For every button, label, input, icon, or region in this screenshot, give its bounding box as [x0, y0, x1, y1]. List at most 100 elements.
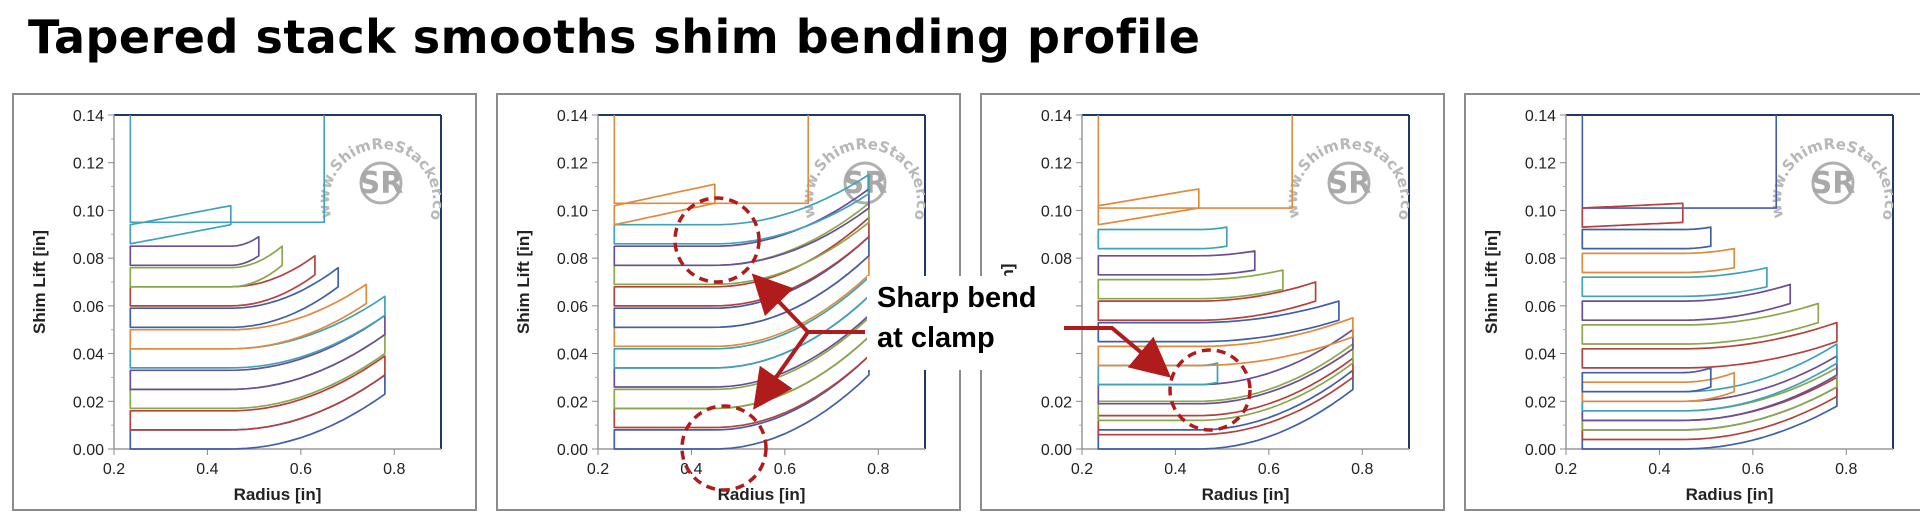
x-tick-label: 0.8	[867, 461, 889, 478]
watermark-logo: SR	[359, 166, 404, 201]
y-axis-title: Shim Lift [in]	[514, 230, 533, 334]
callout-line-1: Sharp bend	[877, 282, 1037, 314]
shim-5	[129, 295, 386, 369]
shim-4	[613, 295, 870, 388]
x-tick-label: 0.6	[1258, 461, 1280, 478]
x-tick-label: 0.4	[680, 461, 702, 478]
y-tick-label: 0.14	[1525, 108, 1556, 125]
shim-7	[1097, 300, 1340, 343]
y-tick-label: 0.02	[1041, 394, 1072, 411]
y-tick-label: 0.14	[73, 108, 104, 125]
shim-3	[613, 316, 870, 410]
y-tick-label: 0.10	[73, 203, 104, 220]
shim-12	[1097, 188, 1200, 226]
chart-panel-4: 0.00 0.02 0.04 0.06 0.08 0.10 0.12 0.14 0.2 0.4 0.…	[1464, 93, 1920, 511]
y-tick-label: 0.10	[1525, 203, 1556, 220]
shim-8	[129, 254, 316, 307]
shim-10	[1097, 250, 1256, 276]
x-tick-label: 0.8	[1351, 461, 1373, 478]
y-tick-label: 0.00	[1525, 442, 1556, 459]
y-tick-label: 0.10	[557, 203, 588, 220]
clamp-outline	[129, 115, 326, 224]
shim-1	[129, 374, 386, 450]
y-tick-label: 0.12	[1525, 156, 1556, 173]
clamp-outline	[1097, 115, 1294, 209]
shim-11	[1581, 266, 1768, 298]
y-tick-label: 0.06	[1525, 299, 1556, 316]
chart-svg-4: 0.00 0.02 0.04 0.06 0.08 0.10 0.12 0.14 0.2 0.4 0.…	[1482, 108, 1899, 504]
shim-14	[1581, 202, 1684, 228]
x-tick-label: 0.2	[587, 461, 609, 478]
y-tick-label: 0.00	[1041, 442, 1072, 459]
y-tick-label: 0.12	[73, 156, 104, 173]
callout-box: Sharp bend at clamp	[867, 276, 1072, 370]
watermark-logo: SR	[1327, 166, 1372, 201]
y-tick-label: 0.10	[1041, 203, 1072, 220]
shim-5	[613, 276, 870, 369]
shim-10	[613, 188, 870, 267]
y-tick-label: 0.00	[73, 442, 104, 459]
x-tick-label: 0.4	[196, 461, 218, 478]
shim-8	[1097, 281, 1317, 322]
y-tick-label: 0.08	[73, 251, 104, 268]
shim-9	[1581, 302, 1820, 345]
x-tick-label: 0.8	[383, 461, 405, 478]
y-tick-label: 0.04	[557, 347, 588, 364]
y-tick-label: 0.08	[1041, 251, 1072, 268]
x-axis-title: Radius [in]	[234, 485, 322, 504]
shim-12	[1581, 247, 1736, 274]
shim-6	[1581, 371, 1736, 403]
shim-6	[129, 283, 368, 350]
x-axis-title: Radius [in]	[1202, 485, 1290, 504]
clamp-outline	[1581, 115, 1778, 209]
x-axis-title: Radius [in]	[1686, 485, 1774, 504]
clamp-outline	[613, 115, 810, 205]
shim-10	[1581, 283, 1792, 322]
y-tick-label: 0.08	[557, 251, 588, 268]
x-tick-label: 0.2	[1071, 461, 1093, 478]
watermark-ring	[1327, 161, 1371, 205]
shim-2	[129, 355, 386, 431]
shim-13	[1581, 226, 1712, 250]
shim-11	[1097, 226, 1228, 250]
shim-2	[613, 336, 870, 429]
x-tick-label: 0.8	[1835, 461, 1857, 478]
shim-6	[613, 254, 870, 348]
x-tick-label: 0.6	[1742, 461, 1764, 478]
y-tick-label: 0.04	[73, 347, 104, 364]
watermark-logo: SR	[1811, 166, 1856, 201]
y-tick-label: 0.04	[1525, 347, 1556, 364]
shim-11	[129, 204, 232, 245]
watermark-ring	[359, 161, 403, 205]
shim-7	[129, 266, 340, 329]
y-tick-label: 0.12	[557, 156, 588, 173]
y-tick-label: 0.14	[1041, 108, 1072, 125]
shim-12	[613, 183, 716, 226]
shim-10	[129, 235, 260, 267]
y-axis-title: Shim Lift [in]	[1482, 230, 1501, 334]
shim-1	[613, 355, 870, 450]
y-tick-label: 0.08	[1525, 251, 1556, 268]
x-tick-label: 0.4	[1648, 461, 1670, 478]
y-tick-label: 0.02	[1525, 394, 1556, 411]
x-tick-label: 0.2	[1555, 461, 1577, 478]
y-tick-label: 0.02	[557, 394, 588, 411]
shim-7	[1581, 367, 1712, 393]
y-tick-label: 0.14	[557, 108, 588, 125]
shim-3	[129, 333, 386, 410]
x-tick-label: 0.6	[774, 461, 796, 478]
y-tick-label: 0.02	[73, 394, 104, 411]
shim-9	[1097, 269, 1284, 300]
page-title: Tapered stack smooths shim bending profi…	[28, 10, 1201, 64]
x-axis-title: Radius [in]	[718, 485, 806, 504]
x-tick-label: 0.6	[290, 461, 312, 478]
callout-line-2: at clamp	[877, 322, 995, 354]
y-tick-label: 0.12	[1041, 156, 1072, 173]
y-tick-label: 0.00	[557, 442, 588, 459]
